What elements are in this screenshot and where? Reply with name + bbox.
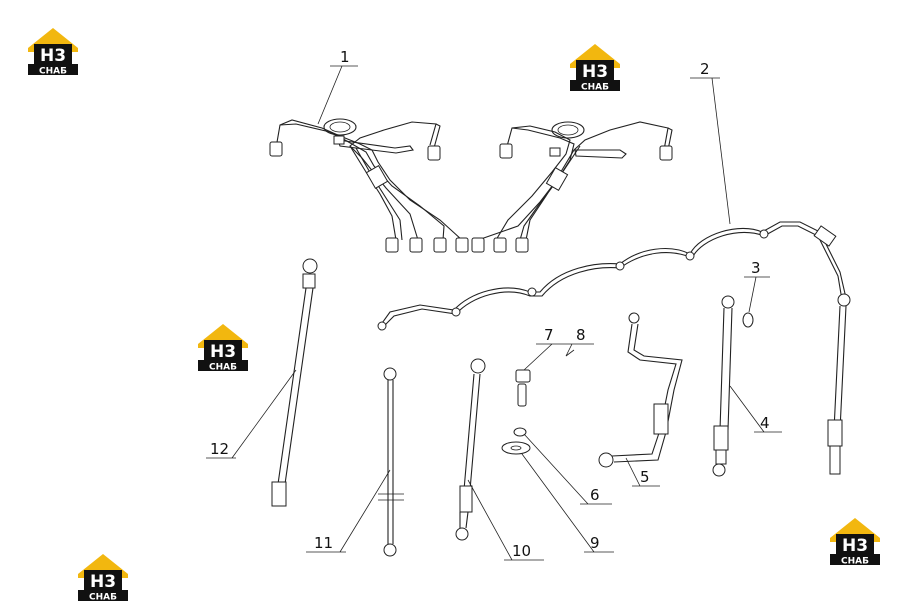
brand-logo-graphic: H3 СНАБ	[78, 554, 128, 603]
callout-12: 12	[210, 440, 229, 458]
callout-10: 10	[512, 542, 531, 560]
brand-logo: H3 СНАБ	[24, 24, 82, 76]
part-2-return-line	[377, 221, 851, 475]
part-10-hose	[455, 358, 486, 541]
part-7-bolt	[515, 369, 531, 383]
callout-2: 2	[700, 60, 710, 78]
part-6-washer	[513, 427, 527, 437]
logo-mark-text: H3	[90, 572, 116, 592]
brand-logo: H3 СНАБ	[74, 550, 132, 602]
callout-3: 3	[751, 259, 761, 277]
part-9-gasket	[501, 441, 531, 455]
logo-sub-text: СНАБ	[841, 557, 869, 567]
brand-logo-graphic: H3 СНАБ	[570, 44, 620, 93]
callout-leaders	[206, 65, 782, 561]
part-4-hose	[712, 295, 735, 477]
brand-logo-graphic: H3 СНАБ	[830, 518, 880, 567]
logo-mark-text: H3	[210, 342, 236, 362]
callout-11: 11	[314, 534, 333, 552]
brand-logo: H3 СНАБ	[194, 320, 252, 372]
part-11-pipe	[378, 367, 404, 557]
part-1-injection-pipes	[269, 118, 673, 253]
callout-6: 6	[590, 486, 600, 504]
part-12-hose	[271, 258, 318, 507]
logo-mark-text: H3	[842, 536, 868, 556]
brand-logo: H3 СНАБ	[566, 40, 624, 92]
logo-sub-text: СНАБ	[89, 593, 117, 603]
logo-mark-text: H3	[582, 62, 608, 82]
part-5-bent-pipe	[598, 312, 683, 468]
callout-8: 8	[576, 326, 586, 344]
part-3-seal-ring	[742, 312, 754, 328]
logo-mark-text: H3	[40, 46, 66, 66]
brand-logo: H3 СНАБ	[826, 514, 884, 566]
part-8-fitting	[517, 383, 527, 407]
brand-logo-graphic: H3 СНАБ	[28, 28, 78, 77]
callout-9: 9	[590, 534, 600, 552]
logo-sub-text: СНАБ	[39, 67, 67, 77]
callout-1: 1	[340, 48, 350, 66]
callout-5: 5	[640, 468, 650, 486]
logo-sub-text: СНАБ	[209, 363, 237, 373]
callout-7: 7	[544, 326, 554, 344]
callout-4: 4	[760, 414, 770, 432]
brand-logo-graphic: H3 СНАБ	[198, 324, 248, 373]
logo-sub-text: СНАБ	[581, 83, 609, 93]
